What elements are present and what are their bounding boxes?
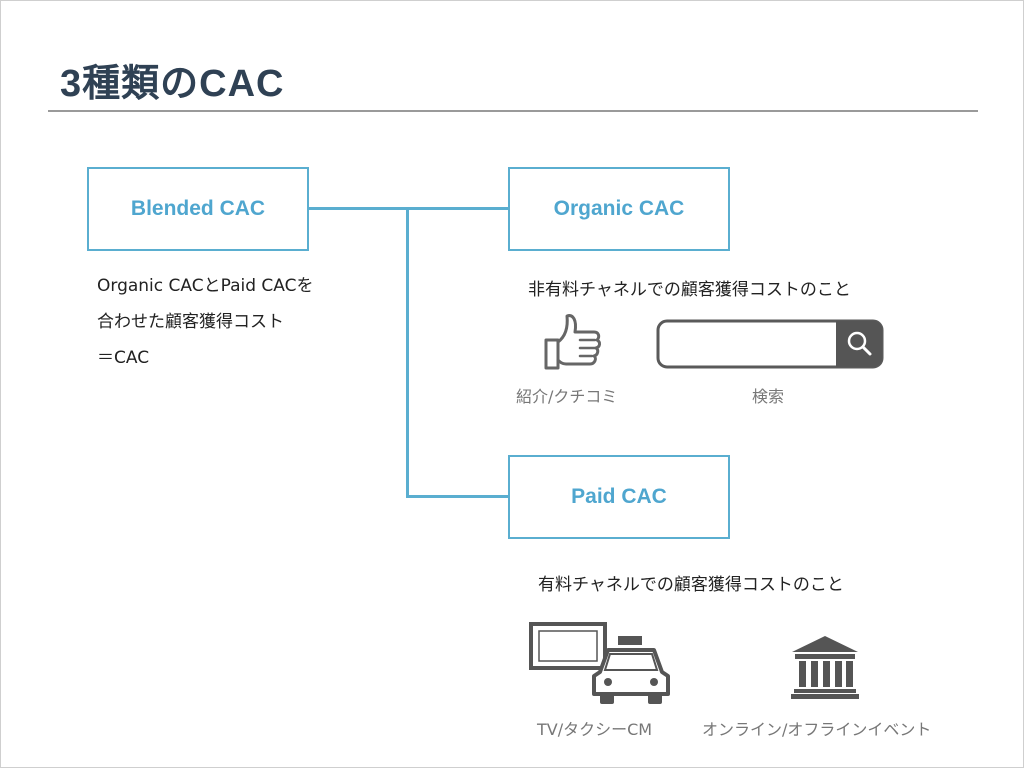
organic-cac-label: Organic CAC — [553, 197, 685, 220]
title-divider — [48, 110, 978, 112]
thumbs-up-icon — [544, 314, 601, 370]
connector-horizontal-bottom — [406, 495, 508, 498]
blended-cac-box: Blended CAC — [87, 167, 309, 251]
paid-cac-box: Paid CAC — [508, 455, 730, 539]
search-bar-icon — [656, 319, 884, 369]
tv-taxi-icon — [529, 622, 670, 704]
building-icon — [791, 636, 859, 699]
connector-vertical — [406, 207, 409, 498]
blended-cac-label: Blended CAC — [130, 197, 266, 220]
search-caption: 検索 — [752, 387, 785, 406]
blended-description: Organic CACとPaid CACを 合わせた顧客獲得コスト ＝CAC — [97, 268, 314, 376]
organic-description: 非有料チャネルでの顧客獲得コストのこと — [528, 280, 851, 300]
blended-description-line-3: ＝CAC — [97, 348, 150, 368]
organic-cac-box: Organic CAC — [508, 167, 730, 251]
blended-description-line-2: 合わせた顧客獲得コスト — [97, 312, 284, 332]
tv-taxi-caption: TV/タクシーCM — [537, 720, 653, 739]
event-caption: オンライン/オフラインイベント — [702, 720, 932, 739]
paid-description: 有料チャネルでの顧客獲得コストのこと — [538, 575, 844, 595]
blended-description-line-1: Organic CACとPaid CACを — [97, 276, 314, 296]
referral-caption: 紹介/クチコミ — [516, 387, 618, 406]
page-title: 3種類のCAC — [60, 63, 285, 105]
paid-cac-label: Paid CAC — [571, 485, 667, 508]
